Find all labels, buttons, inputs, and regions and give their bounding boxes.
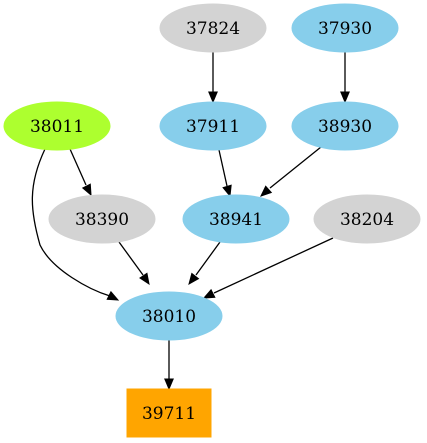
node-ellipse bbox=[48, 194, 156, 244]
edge-38011-to-38010 bbox=[31, 148, 120, 301]
node-ellipse bbox=[291, 3, 399, 53]
edge-37930-to-38930 bbox=[340, 52, 350, 104]
node-box bbox=[126, 388, 212, 438]
edge-37824-to-37911 bbox=[208, 52, 218, 104]
arrowhead bbox=[340, 91, 350, 104]
arrowhead bbox=[106, 290, 120, 301]
node-label: 38390 bbox=[75, 210, 129, 230]
edge-line bbox=[195, 241, 221, 276]
edge-line bbox=[31, 148, 111, 297]
node-38010: 38010 bbox=[115, 291, 223, 341]
node-label: 38204 bbox=[340, 210, 394, 230]
edge-38930-to-38941 bbox=[260, 146, 322, 197]
edge-38010-to-39711 bbox=[164, 340, 174, 391]
node-ellipse bbox=[159, 3, 267, 53]
edge-38390-to-38010 bbox=[118, 241, 150, 286]
node-38204: 38204 bbox=[313, 194, 421, 244]
edge-line bbox=[269, 146, 322, 189]
arrowhead bbox=[260, 185, 273, 197]
node-label: 38930 bbox=[318, 117, 372, 137]
arrowhead bbox=[222, 184, 232, 198]
node-label: 37930 bbox=[318, 19, 372, 39]
node-label: 38010 bbox=[142, 307, 196, 327]
node-label: 39711 bbox=[142, 404, 196, 424]
node-ellipse bbox=[115, 291, 223, 341]
arrowhead bbox=[81, 183, 92, 197]
edge-37911-to-38941 bbox=[218, 149, 232, 198]
node-39711: 39711 bbox=[126, 388, 212, 438]
edge-38204-to-38010 bbox=[202, 237, 334, 299]
arrowhead bbox=[139, 272, 150, 286]
node-38930: 38930 bbox=[291, 101, 399, 151]
nodes-layer: 37824 37930 38011 37911 38930 38390 38941 38204… bbox=[3, 3, 421, 438]
node-37824: 37824 bbox=[159, 3, 267, 53]
edge-line bbox=[69, 148, 87, 186]
edge-line bbox=[218, 149, 228, 187]
node-label: 37911 bbox=[186, 117, 240, 137]
edge-line bbox=[118, 241, 144, 276]
node-37911: 37911 bbox=[159, 101, 267, 151]
arrowhead bbox=[202, 288, 216, 299]
edge-38011-to-38390 bbox=[69, 148, 92, 197]
edge-line bbox=[213, 237, 334, 294]
node-label: 37824 bbox=[186, 19, 240, 39]
arrowhead bbox=[164, 378, 174, 391]
node-37930: 37930 bbox=[291, 3, 399, 53]
node-ellipse bbox=[159, 101, 267, 151]
node-ellipse bbox=[313, 194, 421, 244]
arrowhead bbox=[208, 91, 218, 104]
node-label: 38941 bbox=[209, 210, 263, 230]
edge-38941-to-38010 bbox=[188, 241, 221, 286]
node-38011: 38011 bbox=[3, 101, 111, 151]
edges-layer bbox=[31, 52, 350, 391]
node-ellipse bbox=[3, 101, 111, 151]
node-38941: 38941 bbox=[182, 194, 290, 244]
node-38390: 38390 bbox=[48, 194, 156, 244]
node-ellipse bbox=[182, 194, 290, 244]
node-label: 38011 bbox=[30, 117, 84, 137]
arrowhead bbox=[188, 272, 200, 286]
node-ellipse bbox=[291, 101, 399, 151]
